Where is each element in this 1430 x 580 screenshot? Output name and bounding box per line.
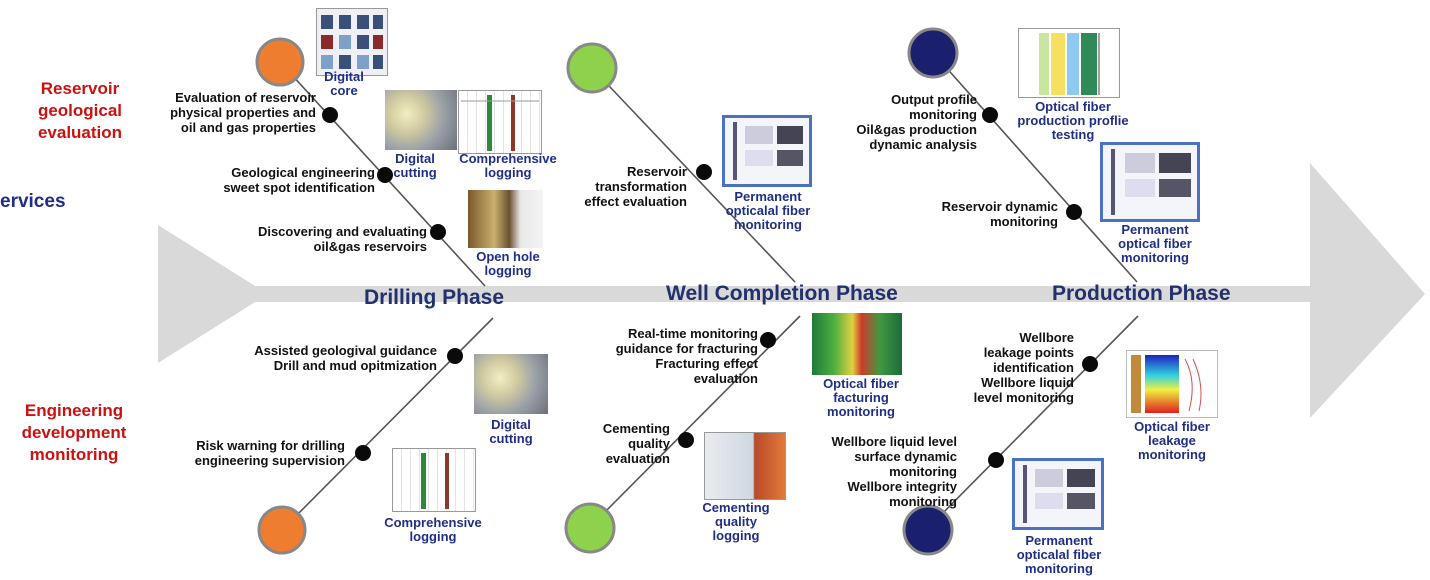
tool-comprehensive-logging-bottom: Comprehensive logging [384,515,482,544]
permanent-fiber-completion-image [722,115,812,187]
item-risk-warning: Risk warning for drilling engineering su… [194,438,345,468]
tool-optical-production-profile: Optical fiber production proflie testing [1017,99,1129,142]
category-reservoir-evaluation: Reservoir geological evaluation [37,79,123,142]
tool-permanent-fiber-production: Permanent optical fiber monitoring [1118,222,1192,265]
digital-cutting-top-image [385,90,457,150]
item-reservoir-transform: Reservoir transformation effect evaluati… [584,164,687,209]
dot-geo-eng-sweet [377,167,393,183]
completion-phase-bottom-circle [564,502,616,554]
item-eval-reservoir-props: Evaluation of reservoir physical propert… [170,90,316,135]
dot-reservoir-transform [696,164,712,180]
item-wellbore-leakage: Wellbore leakage points identification W… [973,330,1074,405]
open-hole-logging-image [468,190,543,248]
category-engineering-monitoring: Engineering development monitoring [21,401,127,464]
drilling-phase-bottom-circle [257,505,307,555]
bone-production-top [934,54,1138,283]
tool-permanent-fiber-bottom: Permanent opticalal fiber monitoring [1016,533,1102,576]
tool-cementing-logging: Cementing quality logging [702,500,770,543]
dot-eval-reservoir-props [322,107,338,123]
dot-reservoir-dynamic [1066,204,1082,220]
tool-optical-fracturing: Optical fiber facturing monitoring [823,376,899,419]
permanent-fiber-bottom-image [1012,458,1104,530]
production-phase-top-circle [907,27,959,79]
item-output-profile: Output profile monitoring Oil&gas produc… [856,92,977,152]
phase-label-drilling: Drilling Phase [364,286,505,309]
dot-cementing-quality [678,432,694,448]
tool-open-hole-logging: Open hole logging [476,249,540,278]
phase-label-production: Production Phase [1052,282,1231,305]
timeline-arrow-head [1310,163,1425,418]
category-services: ervices [0,191,66,212]
bone-production-bottom [927,315,1139,529]
dot-realtime-fracturing [760,332,776,348]
item-geo-eng-sweet: Geological engineering sweet spot identi… [223,165,375,195]
item-wellbore-surface: Wellbore liquid level surface dynamic mo… [831,434,957,509]
bone-completion-top [591,67,796,283]
tool-digital-cutting-top: Digital cutting [393,151,437,180]
comprehensive-logging-bottom-image [392,448,476,512]
timeline-arrow-tail [158,225,268,363]
completion-phase-top-circle [566,42,618,94]
tool-digital-core: Digital core [324,69,364,98]
optical-production-profile-image [1018,28,1120,98]
item-reservoir-dynamic: Reservoir dynamic monitoring [941,199,1058,229]
phase-label-completion: Well Completion Phase [666,282,898,305]
item-realtime-fracturing: Real-time monitoring guidance for fractu… [615,326,758,386]
dot-wellbore-surface [988,452,1004,468]
permanent-fiber-production-image [1100,142,1200,222]
tool-optical-leakage: Optical fiber leakage monitoring [1134,419,1210,462]
dot-wellbore-leakage [1082,356,1098,372]
cementing-logging-image [704,432,786,500]
drilling-phase-top-circle [255,37,305,87]
tool-comprehensive-logging-top: Comprehensive logging [459,151,557,180]
item-cementing-quality: Cementing quality evaluation [602,421,670,466]
dot-discovering [430,224,446,240]
comprehensive-logging-top-image [458,90,542,154]
dot-output-profile [982,107,998,123]
production-phase-bottom-circle [902,504,954,556]
optical-leakage-image [1126,350,1218,418]
digital-core-image [316,8,388,76]
dot-assisted-guidance [447,348,463,364]
timeline-arrow-shaft [250,286,1315,302]
optical-fracturing-image [812,313,902,375]
item-discovering: Discovering and evaluating oil&gas reser… [257,224,427,254]
dot-risk-warning [355,445,371,461]
tool-permanent-fiber-completion: Permanent opticalal fiber monitoring [725,189,811,232]
bone-completion-bottom [591,315,801,526]
item-assisted-guidance: Assisted geologival guidance Drill and m… [254,343,437,373]
digital-cutting-bottom-image [474,354,548,414]
tool-digital-cutting-bottom: Digital cutting [489,417,533,446]
